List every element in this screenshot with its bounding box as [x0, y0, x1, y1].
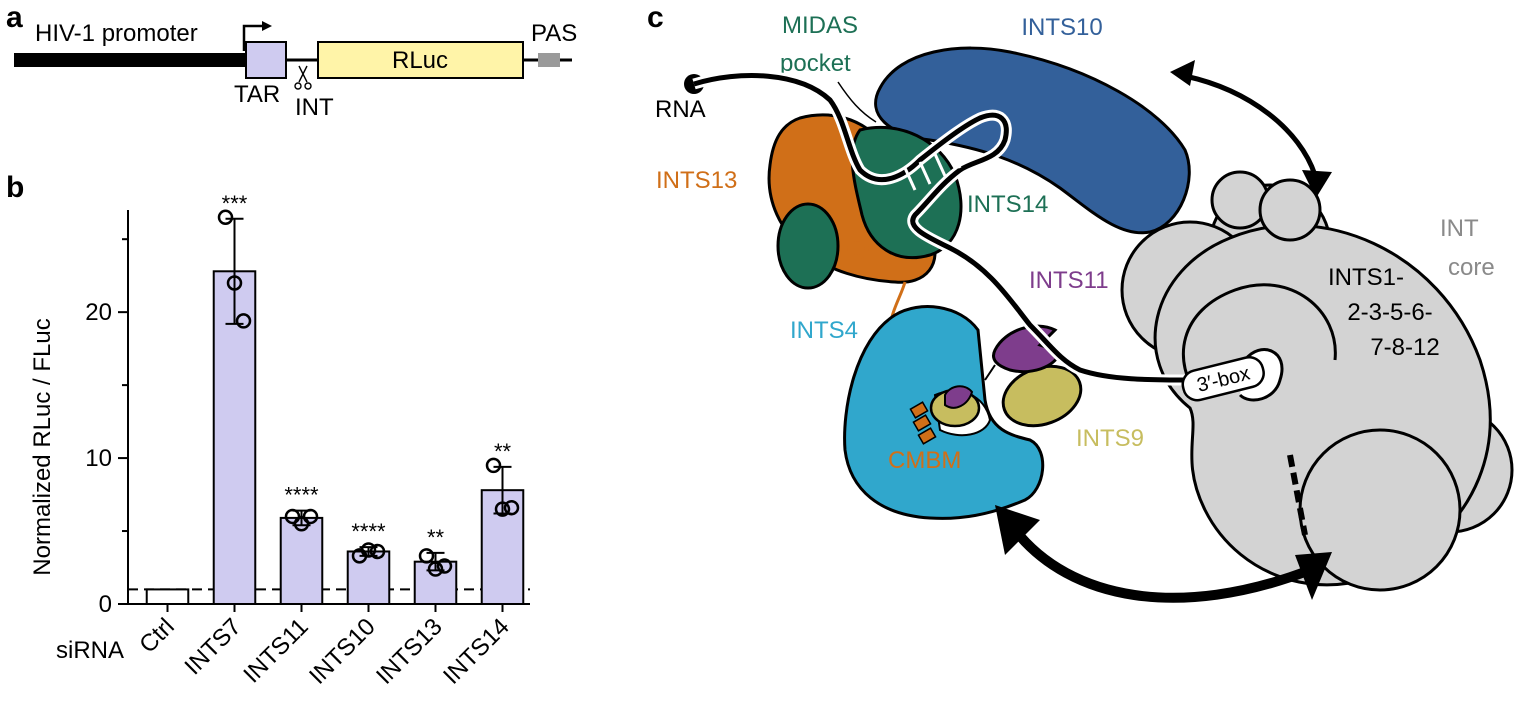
int-label: INT: [295, 94, 334, 121]
x-tick-label: INTS14: [438, 613, 515, 690]
x-tick-label: Ctrl: [134, 613, 179, 658]
bar: [279, 516, 324, 605]
significance-label: **: [494, 439, 512, 464]
data-point: [226, 275, 243, 291]
bars: ***************: [145, 191, 525, 606]
error-bar: [225, 217, 244, 325]
ints14-vwa-shape: [776, 202, 840, 290]
ints13-linker-loop: [847, 237, 869, 259]
core-subunits-2: 2-3-5-6-: [1347, 299, 1432, 326]
data-point: [436, 558, 453, 574]
three-prime-box: 3′-box: [1181, 355, 1265, 402]
x-tick-label: INTS7: [180, 613, 247, 680]
tss-arrowhead-icon: [262, 21, 272, 31]
y-axis-label: Normalized RLuc / FLuc: [29, 318, 56, 575]
data-point: [369, 543, 386, 560]
rluc-box: [317, 41, 524, 79]
significance-label: ****: [351, 519, 386, 544]
rluc-label: RLuc: [392, 47, 448, 74]
arrowhead-ints4-icon: [995, 505, 1040, 555]
arrowhead-core-bottom-icon: [1295, 552, 1332, 600]
ints9-label: INTS9: [1076, 425, 1144, 452]
data-point: [235, 313, 252, 329]
data-point: [217, 209, 234, 226]
significance-label: **: [427, 525, 445, 550]
panel-letter-c: c: [647, 1, 664, 34]
y-tick-label: 0: [99, 591, 112, 618]
significance-label: ****: [284, 483, 319, 508]
data-point: [302, 508, 319, 525]
tar-label: TAR: [234, 81, 280, 108]
data-point: [494, 501, 511, 517]
int-core: [1120, 170, 1514, 592]
ints11-label: INTS11: [1029, 267, 1109, 294]
midas-pointer: [837, 81, 877, 123]
arrow-ints4-core: [1011, 526, 1312, 603]
data-point: [418, 548, 435, 564]
arrow-ints10-core: [1184, 73, 1318, 176]
midas-label-1: MIDAS: [782, 12, 858, 39]
scissors-icon: [294, 65, 312, 90]
rna-strand: [693, 73, 1191, 383]
data-point: [360, 542, 377, 558]
x-tick-label: INTS11: [238, 613, 313, 688]
panel-letter-b: b: [6, 171, 24, 204]
tar-box: [245, 41, 287, 79]
ints10-shape: [874, 46, 1191, 235]
int-core-label-1: INT: [1440, 215, 1479, 242]
x-tick-label: INTS10: [304, 613, 381, 690]
x-tick-label: INTS13: [371, 613, 448, 690]
panel-letter-a: a: [6, 1, 23, 34]
rna-stem-pairs: [903, 145, 962, 191]
significance-label: ***: [222, 191, 248, 216]
panel-c-model: c INT core INTS1- 2-3-5-6- 7-8-12 INTS10…: [647, 1, 1514, 603]
ints14-shape: [850, 125, 963, 260]
data-point: [427, 561, 444, 577]
data-point: [485, 457, 502, 474]
core-subunits-1: INTS1-: [1328, 264, 1404, 291]
ints10-label: INTS10: [1021, 14, 1102, 41]
panel-a: a HIV-1 promoter TAR RLuc PAS INT: [6, 1, 577, 121]
pas-box: [538, 53, 560, 67]
data-point: [503, 499, 520, 516]
cmbm-motif: [909, 401, 937, 445]
arrowhead-ints10-icon: [1170, 60, 1195, 86]
ints14-label: INTS14: [967, 191, 1048, 218]
ints4-label: INTS4: [790, 317, 858, 344]
cmbm-label: CMBM: [888, 447, 961, 474]
midas-label-2: pocket: [780, 50, 851, 77]
int-core-label-2: core: [1448, 254, 1495, 281]
promoter-label: HIV-1 promoter: [35, 20, 198, 47]
arrowhead-core-top-icon: [1302, 170, 1332, 198]
rna-label: RNA: [655, 96, 706, 123]
bar: [145, 588, 190, 606]
x-axis-label: siRNA: [56, 637, 124, 664]
y-ticks: 0 10 20: [85, 238, 128, 618]
core-dashed-link: [1287, 454, 1308, 536]
ints11-ctd-shape: [944, 385, 974, 409]
pas-label: PAS: [531, 20, 577, 47]
ints11-link: [984, 364, 996, 381]
ints13-label: INTS13: [656, 167, 737, 194]
y-tick-label: 20: [85, 299, 112, 326]
tss-arrow-icon: [242, 24, 266, 51]
y-tick-label: 10: [85, 445, 112, 472]
core-subunits-3: 7-8-12: [1370, 334, 1439, 361]
